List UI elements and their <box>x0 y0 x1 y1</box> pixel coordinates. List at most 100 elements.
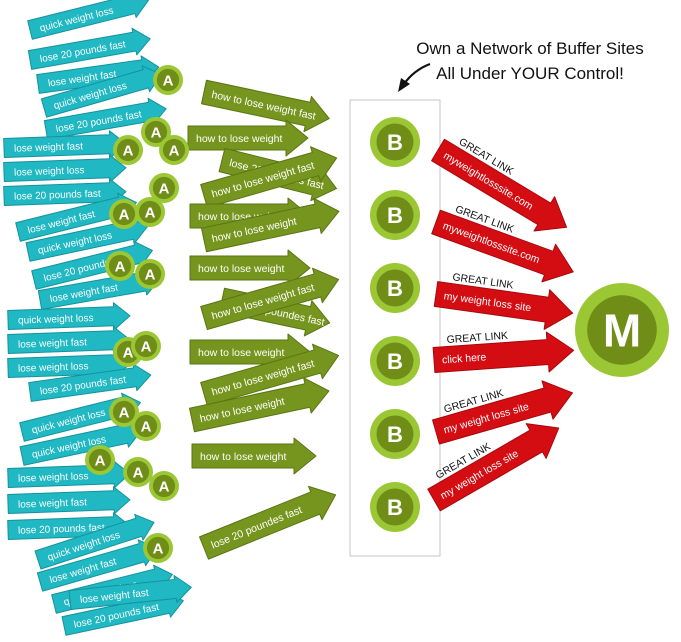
buffer-site-circle-letter: B <box>387 203 403 228</box>
tier2-site-circle: A <box>105 251 135 281</box>
tier2-keyword-arrow: how to lose weight <box>191 437 317 475</box>
tier2-keyword-arrow: how to lose weight <box>187 119 309 157</box>
buffer-site-circle-letter: B <box>387 495 403 520</box>
tier2-site-circle-core <box>134 334 158 358</box>
buffer-site-circle: B <box>370 336 420 386</box>
headline-line2: All Under YOUR Control! <box>436 64 624 83</box>
money-site-layer: M <box>575 283 669 377</box>
tier2-site-circle-core <box>134 414 158 438</box>
tier1-keyword-arrow-label: lose weight fast <box>18 337 87 350</box>
tier2-site-circle-letter: A <box>145 266 156 283</box>
tier1-keyword-arrow: lose weight fast <box>68 574 192 610</box>
tier2-site-circle-letter: A <box>119 404 130 421</box>
tier2-site-circle: A <box>135 197 165 227</box>
tier2-site-circle-letter: A <box>119 206 130 223</box>
tier2-keyword-arrow-label: how to lose weight <box>198 263 284 275</box>
tier1-keyword-arrow-label: quick weight loss <box>18 313 94 327</box>
buffer-site-circle-letter: B <box>387 276 403 301</box>
tier2-site-circle-core <box>108 254 132 278</box>
headline-line1: Own a Network of Buffer Sites <box>416 39 644 58</box>
great-link-arrow-shape <box>432 380 573 445</box>
tier2-site-circle: A <box>149 173 179 203</box>
tier2-keyword-arrow-shape <box>189 377 330 433</box>
headline-pointer-arrow <box>398 62 431 92</box>
tier2-keyword-arrow-shape <box>200 146 338 209</box>
tier1-keyword-arrow: lose 20 pounds fast <box>3 178 127 207</box>
tier2-site-circle-core <box>112 202 136 226</box>
tier2-site-circle: A <box>131 411 161 441</box>
tier2-site-circle-core <box>156 68 180 92</box>
tier2-site-circle-letter: A <box>151 124 162 141</box>
tier1-keyword-arrow: lose weight fast <box>7 326 131 355</box>
tier1-keyword-arrow: quick weight loss <box>7 302 131 331</box>
great-link-caption-group: GREAT LINK <box>446 330 508 346</box>
great-link-arrow: click here <box>432 331 575 373</box>
tier2-keyword-arrow: how to lose weight <box>189 249 311 287</box>
buffer-site-circle-core <box>376 342 414 380</box>
tier1-keyword-arrow-label: lose 20 pounds fast <box>14 189 101 203</box>
tier2-keyword-arrow-shape <box>191 437 317 475</box>
tier1-keyword-arrow: lose weight fast <box>3 130 127 159</box>
money-site-circle-letter: M <box>603 305 641 357</box>
tier2-site-circle-letter: A <box>141 338 152 355</box>
tier2-keyword-arrow-label: how to lose weight <box>196 133 282 145</box>
tier1-keyword-arrow: lose weight fast <box>7 486 131 515</box>
tier2-site-circle: A <box>143 533 173 563</box>
tier2-site-circle-letter: A <box>159 180 170 197</box>
buffer-site-circle-letter: B <box>387 422 403 447</box>
tier2-site-circle-core <box>144 120 168 144</box>
tier2-site-circle: A <box>109 199 139 229</box>
tier2-site-circle-core <box>126 460 150 484</box>
tier1-keyword-arrow-label: lose weight fast <box>18 497 87 510</box>
tier1-keyword-arrow-shape <box>27 0 149 40</box>
tier2-site-circle-letter: A <box>115 258 126 275</box>
tier1-keyword-arrow-shape <box>68 574 192 610</box>
tier2-site-circle: A <box>149 471 179 501</box>
tier1-keyword-arrow: lose weight loss <box>3 154 127 183</box>
money-site-circle: M <box>575 283 669 377</box>
tier2-site-circle: A <box>153 65 183 95</box>
tier2-keyword-arrow-shape <box>200 267 340 331</box>
tier1-keyword-arrow-label: lose weight loss <box>18 471 89 484</box>
tier2-keyword-arrow-shape <box>201 79 330 133</box>
tier2-site-circle-letter: A <box>153 540 164 557</box>
tier2-site-circle-core <box>138 262 162 286</box>
tier2-site-circle-core <box>152 474 176 498</box>
tier2-site-circle: A <box>123 457 153 487</box>
buffer-site-circle: B <box>370 190 420 240</box>
tier2-site-circle: A <box>131 331 161 361</box>
buffer-site-circle: B <box>370 409 420 459</box>
tier2-site-circle: A <box>135 259 165 289</box>
tier2-keyword-arrow-shape <box>199 485 337 560</box>
great-link-caption: GREAT LINK <box>446 330 508 346</box>
buffer-site-circle-core <box>376 123 414 161</box>
tier2-site-circle-letter: A <box>169 142 180 159</box>
great-link-arrow-shape <box>427 423 560 512</box>
tier1-keyword-arrow-label: lose weight loss <box>18 361 89 374</box>
buffer-site-circle-core <box>376 269 414 307</box>
great-link-arrow-shape <box>431 138 568 232</box>
great-link-arrow-shape <box>431 209 574 283</box>
tier2-keyword-arrow-shape <box>189 249 311 287</box>
tier2-site-circle-letter: A <box>123 344 134 361</box>
tier2-site-circle-letter: A <box>145 204 156 221</box>
tier2-site-circle-letter: A <box>123 142 134 159</box>
tier1-keyword-arrow-shape <box>34 513 155 570</box>
headline: Own a Network of Buffer Sites All Under … <box>392 36 668 86</box>
tier1-keyword-arrow-shape <box>7 302 131 331</box>
buffer-site-circle: B <box>370 263 420 313</box>
tier1-keyword-arrow-shape <box>3 154 127 183</box>
tier2-site-circle-core <box>162 138 186 162</box>
tier2-site-circle-core <box>146 536 170 560</box>
tier1-keyword-arrow-label: lose weight fast <box>14 141 83 154</box>
tier1-keyword-arrow-shape <box>7 486 131 515</box>
tier2-keyword-arrow: lose 20 poundes fast <box>199 485 337 560</box>
buffer-site-circle-core <box>376 196 414 234</box>
buffer-site-circle-core <box>376 415 414 453</box>
tier2-keyword-arrow-label: how to lose weight <box>200 451 286 463</box>
